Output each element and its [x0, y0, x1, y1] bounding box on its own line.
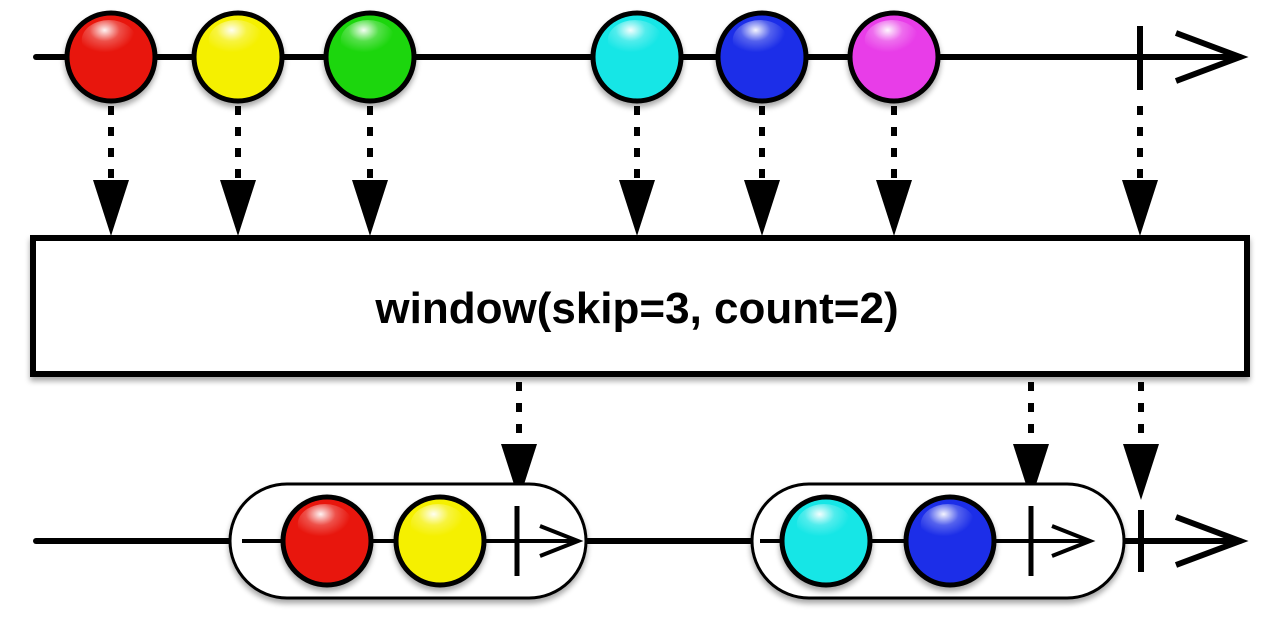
output-arrows: [501, 382, 1159, 500]
source-marble-red: [64, 10, 158, 104]
input-arrow-4: [619, 106, 655, 236]
source-marble-red-highlight: [81, 20, 137, 61]
output-arrow-3: [1123, 382, 1159, 500]
input-arrow-2: [220, 106, 256, 236]
input-arrow-1: [93, 106, 129, 236]
operator-box: window(skip=3, count=2): [30, 235, 1250, 377]
output-windows: [228, 482, 1126, 600]
window-1-marble-yellow: [393, 494, 487, 588]
window-2-marble-blue-highlight: [920, 504, 976, 545]
input-arrow-6-head: [876, 180, 912, 236]
source-marble-yellow-highlight: [208, 20, 264, 61]
window-2-marble-blue: [903, 494, 997, 588]
output-arrow-1-head: [501, 444, 537, 500]
source-marbles: [64, 10, 941, 104]
output-arrowhead: [1174, 514, 1249, 568]
window-2-marble-cyan-highlight: [796, 504, 852, 545]
window-1-marble-yellow-highlight: [410, 504, 466, 545]
output-timeline: [33, 482, 1249, 600]
input-arrow-5-head: [744, 180, 780, 236]
input-arrow-6: [876, 106, 912, 236]
source-marble-blue: [715, 10, 809, 104]
input-arrow-4-head: [619, 180, 655, 236]
source-marble-magenta-highlight: [864, 20, 920, 61]
window-2-arrowhead: [1051, 524, 1096, 558]
source-marble-cyan: [590, 10, 684, 104]
input-arrow-3-head: [352, 180, 388, 236]
operator-label: window(skip=3, count=2): [374, 284, 898, 333]
output-arrow-2-head: [1013, 444, 1049, 500]
window-1-marble-red-highlight: [297, 504, 353, 545]
source-marble-cyan-highlight: [607, 20, 663, 61]
input-arrow-5: [744, 106, 780, 236]
source-marble-blue-highlight: [732, 20, 788, 61]
input-arrow-7-head: [1122, 180, 1158, 236]
output-arrow-2: [1013, 382, 1049, 500]
window-2: [750, 482, 1126, 600]
output-arrow-1: [501, 382, 537, 500]
window-2-marble-cyan: [779, 494, 873, 588]
input-arrow-7: [1122, 106, 1158, 236]
source-marble-green-highlight: [340, 20, 396, 61]
output-arrow-3-head: [1123, 444, 1159, 500]
source-marble-yellow: [191, 10, 285, 104]
input-arrow-2-head: [220, 180, 256, 236]
source-marble-magenta: [847, 10, 941, 104]
window-1-arrowhead: [539, 524, 584, 558]
operator-rect: [30, 235, 1250, 377]
window-1-marble-red: [280, 494, 374, 588]
window-1: [228, 482, 588, 600]
input-arrow-1-head: [93, 180, 129, 236]
source-marble-green: [323, 10, 417, 104]
source-timeline: [33, 10, 1249, 104]
input-arrows: [93, 106, 1158, 236]
source-arrowhead: [1174, 30, 1249, 84]
input-arrow-3: [352, 106, 388, 236]
